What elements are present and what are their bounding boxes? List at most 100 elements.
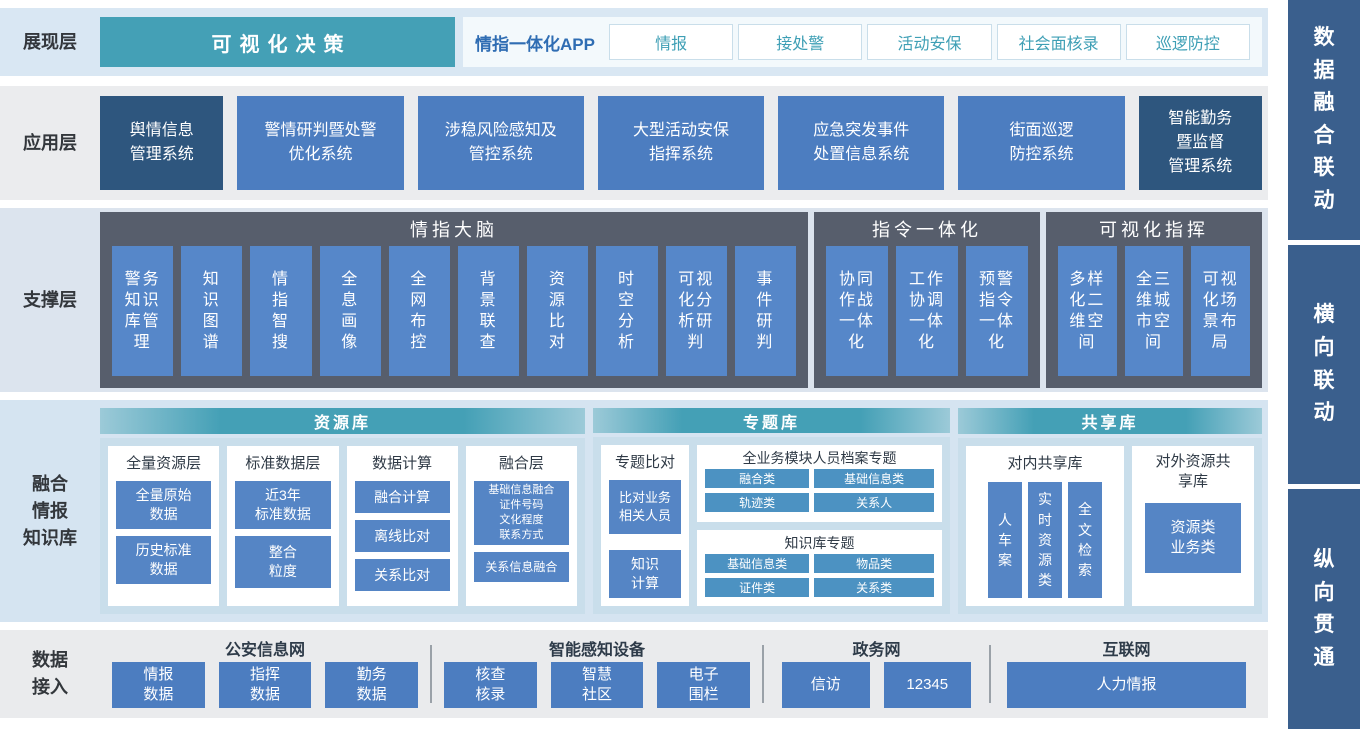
group-government-network: 政务网 信访 12345	[764, 630, 989, 718]
right-sidebar: 数 据 融 合 联 动 横 向 联 动 纵 向 贯 通	[1288, 0, 1360, 729]
shared-library-header: 共享库	[958, 408, 1262, 434]
resource-library-section: 资源库 全量资源层 全量原始 数据 历史标准 数据 标准数据层 近3年 标准数据…	[100, 408, 585, 614]
group-internet: 互联网 人力情报	[991, 630, 1262, 718]
government-network-boxes: 信访 12345	[764, 660, 989, 712]
app-button-intelligence[interactable]: 情报	[608, 24, 734, 60]
box-person-vehicle-case: 人 车 案	[988, 482, 1022, 598]
app-button-group: 情报 接处警 活动安保 社会面核录 巡逻防控	[608, 24, 1250, 60]
app-button-social-check[interactable]: 社会面核录	[996, 24, 1121, 60]
panel-visual-command-items: 多样化二维空间 全三维城市空间 可视化场景布局	[1058, 246, 1251, 376]
box-full-raw-data: 全量原始 数据	[116, 481, 212, 529]
application-layer-label: 应用层	[23, 132, 77, 153]
panel-knowledge-base-topic: 知识库专题 基础信息类 物品类 证件类 关系类	[697, 529, 942, 606]
support-item-2d-space: 多样化二维空间	[1058, 246, 1117, 376]
box-basic-info-fusion: 基础信息融合 证件号码 文化程度 联系方式	[473, 481, 569, 545]
box-smart-community: 智慧 社区	[550, 662, 644, 708]
column-standard-data-layer: 标准数据层 近3年 标准数据 整合 粒度	[227, 446, 339, 606]
divider	[762, 645, 764, 703]
group-smart-sensing-devices: 智能感知设备 核查 核录 智慧 社区 电子 围栏	[432, 630, 762, 718]
chip-basic-info-class: 基础信息类	[814, 469, 934, 488]
box-electronic-fence: 电子 围栏	[657, 662, 751, 708]
chip-item-class: 物品类	[814, 553, 934, 573]
topic-library-body: 专题比对 比对业务 相关人员 知识 计算 全业务模块人员档案专题 融合类 基础信…	[593, 437, 950, 614]
topic-right-panels: 全业务模块人员档案专题 融合类 基础信息类 轨迹类 关系人 知识库专题	[697, 445, 942, 606]
panel-visual-command-title: 可视化指挥	[1099, 220, 1209, 240]
support-item-knowledge-base-mgmt: 警务知识库管理	[112, 246, 174, 376]
column-topic-compare-title: 专题比对	[614, 453, 675, 471]
group-government-network-title: 政务网	[852, 642, 901, 659]
support-item-resource-compare: 资 源 比 对	[527, 246, 589, 376]
system-box-smart-duty: 智能勤务 暨监督 管理系统	[1138, 96, 1262, 190]
group-internet-title: 互联网	[1102, 642, 1151, 659]
panel-intelligence-brain-items: 警务知识库管理 知 识 图 谱 情 指 智 搜 全 息 画 像 全 网 布 控 …	[112, 246, 797, 376]
panel-visual-command: 可视化指挥 多样化二维空间 全三维城市空间 可视化场景布局	[1046, 212, 1262, 388]
smart-sensing-boxes: 核查 核录 智慧 社区 电子 围栏	[432, 660, 762, 712]
support-layer-label: 支撑层	[23, 289, 77, 310]
column-internal-share-title: 对内共享库	[1007, 454, 1083, 472]
group-police-info-network: 公安信息网 情报 数据 指挥 数据 勤务 数据	[100, 630, 430, 718]
box-knowledge-computing: 知识 计算	[609, 550, 681, 598]
box-realtime-resource: 实 时 资 源 类	[1028, 482, 1062, 598]
box-check-record: 核查 核录	[444, 662, 537, 708]
app-button-patrol-control[interactable]: 巡逻防控	[1125, 24, 1250, 60]
resource-library-header: 资源库	[100, 408, 585, 434]
box-integration-granularity: 整合 粒度	[235, 536, 331, 588]
box-human-intelligence: 人力情报	[1007, 662, 1246, 708]
column-fusion-layer: 融合层 基础信息融合 证件号码 文化程度 联系方式 关系信息融合	[465, 446, 577, 606]
chip-relation-class: 关系类	[814, 577, 934, 597]
support-item-joint-operations: 协同作战一体化	[826, 246, 888, 376]
support-item-background-check: 背 景 联 查	[458, 246, 520, 376]
knowledge-base-chips: 基础信息类 物品类 证件类 关系类	[705, 553, 934, 600]
box-command-data: 指挥 数据	[218, 662, 312, 708]
box-duty-data: 勤务 数据	[325, 662, 419, 708]
column-full-resource-layer: 全量资源层 全量原始 数据 历史标准 数据	[108, 446, 220, 606]
chip-trajectory-class: 轨迹类	[705, 493, 810, 512]
app-button-event-security[interactable]: 活动安保	[867, 24, 992, 60]
system-box-emergency-handling: 应急突发事件 处置信息系统	[778, 96, 945, 190]
support-item-smart-search: 情 指 智 搜	[250, 246, 312, 376]
box-compare-business-persons: 比对业务 相关人员	[609, 480, 681, 534]
data-access-row: 数据 接入 公安信息网 情报 数据 指挥 数据 勤务 数据 智能感知设备 核查 …	[0, 630, 1268, 718]
box-3year-standard-data: 近3年 标准数据	[235, 481, 331, 529]
chip-certificate-class: 证件类	[705, 577, 810, 597]
support-item-knowledge-graph: 知 识 图 谱	[181, 246, 243, 376]
data-access-label: 数据 接入	[32, 650, 68, 697]
support-item-scene-layout: 可视化场景布局	[1191, 246, 1251, 376]
presentation-layer-row: 展现层 可视化决策 情指一体化APP 情报 接处警 活动安保 社会面核录 巡逻防…	[0, 8, 1268, 76]
group-smart-sensing-title: 智能感知设备	[548, 642, 645, 659]
support-item-work-coordination: 工作协调一体化	[896, 246, 958, 376]
integrated-app-label: 情指一体化APP	[475, 34, 595, 54]
box-relation-compare: 关系比对	[354, 559, 450, 591]
chip-related-person: 关系人	[814, 493, 934, 512]
presentation-layer-label: 展现层	[23, 31, 77, 52]
support-layer-content: 情指大脑 警务知识库管理 知 识 图 谱 情 指 智 搜 全 息 画 像 全 网…	[100, 208, 1268, 392]
column-fusion-layer-title: 融合层	[498, 454, 544, 472]
integrated-app-panel: 情指一体化APP 情报 接处警 活动安保 社会面核录 巡逻防控	[463, 17, 1262, 67]
box-intel-data: 情报 数据	[112, 662, 205, 708]
box-history-standard-data: 历史标准 数据	[116, 536, 212, 584]
column-standard-data-title: 标准数据层	[245, 454, 321, 472]
group-police-info-network-title: 公安信息网	[224, 642, 305, 659]
system-box-risk-perception: 涉稳风险感知及 管控系统	[417, 96, 584, 190]
topic-library-header: 专题库	[593, 408, 950, 433]
app-button-dispatch[interactable]: 接处警	[738, 24, 863, 60]
visual-decision-block: 可视化决策	[100, 17, 455, 67]
knowledge-base-row: 融合 情报 知识库 资源库 全量资源层 全量原始 数据 历史标准 数据 标准数据…	[0, 400, 1268, 622]
column-data-computing: 数据计算 融合计算 离线比对 关系比对	[346, 446, 458, 606]
panel-intelligence-brain-title: 情指大脑	[410, 220, 498, 240]
application-layer-content: 舆情信息 管理系统 警情研判暨处警 优化系统 涉稳风险感知及 管控系统 大型活动…	[100, 86, 1268, 200]
column-external-share-title: 对外资源共享库	[1155, 453, 1231, 490]
system-box-event-command: 大型活动安保 指挥系统	[597, 96, 765, 190]
support-layer-row: 支撑层 情指大脑 警务知识库管理 知 识 图 谱 情 指 智 搜 全 息 画 像…	[0, 208, 1268, 392]
data-access-content: 公安信息网 情报 数据 指挥 数据 勤务 数据 智能感知设备 核查 核录 智慧 …	[100, 630, 1268, 718]
internet-boxes: 人力情报	[991, 660, 1262, 712]
column-data-computing-title: 数据计算	[372, 454, 433, 472]
box-12345-hotline: 12345	[883, 662, 971, 708]
internal-share-boxes: 人 车 案 实 时 资 源 类 全 文 检 索	[974, 482, 1116, 598]
support-item-holographic-profile: 全 息 画 像	[319, 246, 381, 376]
system-box-police-response: 警情研判暨处警 优化系统	[237, 96, 404, 190]
column-topic-compare: 专题比对 比对业务 相关人员 知识 计算	[601, 445, 689, 606]
application-layer-row: 应用层 舆情信息 管理系统 警情研判暨处警 优化系统 涉稳风险感知及 管控系统 …	[0, 86, 1268, 200]
police-info-network-boxes: 情报 数据 指挥 数据 勤务 数据	[100, 660, 430, 712]
